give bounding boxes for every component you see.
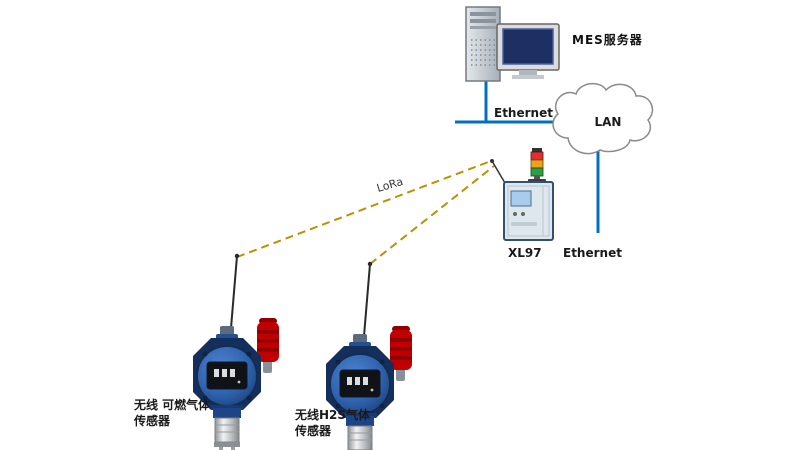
gateway-label: XL97 xyxy=(508,246,542,260)
server-tower xyxy=(465,6,501,82)
xl97-gateway-graphic xyxy=(490,148,554,241)
gateway-inner-frame xyxy=(507,185,550,237)
signal-green-segment xyxy=(530,167,544,177)
lora-links xyxy=(236,160,495,265)
lan-cloud-group: LAN xyxy=(552,82,654,155)
monitor-stand xyxy=(519,70,537,75)
mes-server-label: MES服务器 xyxy=(572,32,643,47)
gateway-button xyxy=(521,212,525,216)
gateway-button xyxy=(513,212,517,216)
lan-label: LAN xyxy=(595,115,622,129)
monitor-base xyxy=(512,75,544,79)
ethernet-label-gateway: Ethernet xyxy=(563,246,622,260)
gateway-screen xyxy=(510,190,532,207)
signal-cap xyxy=(532,148,542,152)
signal-red-segment xyxy=(530,151,544,161)
lora-link-left xyxy=(236,160,492,258)
gas-sensor-left xyxy=(192,252,280,450)
signal-tower-light xyxy=(528,148,546,184)
tower-drive-slot xyxy=(470,19,496,23)
tower-drive-slot xyxy=(470,26,496,29)
sensor-right-label-line1: 无线H2S气体 xyxy=(294,407,371,422)
lan-cloud xyxy=(552,82,654,155)
mes-server-graphic xyxy=(465,6,560,82)
gateway-antenna xyxy=(491,160,506,184)
gateway-vent-slot xyxy=(511,222,537,226)
monitor-screen xyxy=(502,28,554,65)
gateway-antenna-tip xyxy=(490,159,494,163)
sensor-left-label-line2: 传感器 xyxy=(133,413,171,428)
signal-stem xyxy=(534,176,540,181)
sensor-right-label-line2: 传感器 xyxy=(294,423,332,438)
tower-drive-slot xyxy=(470,12,496,16)
sensor-left-label-line1: 无线 可燃气体 xyxy=(133,397,211,412)
ethernet-label-top: Ethernet xyxy=(494,106,553,120)
lora-label: LoRa xyxy=(375,175,404,195)
lora-link-right xyxy=(369,165,495,265)
signal-amber-segment xyxy=(530,159,544,169)
